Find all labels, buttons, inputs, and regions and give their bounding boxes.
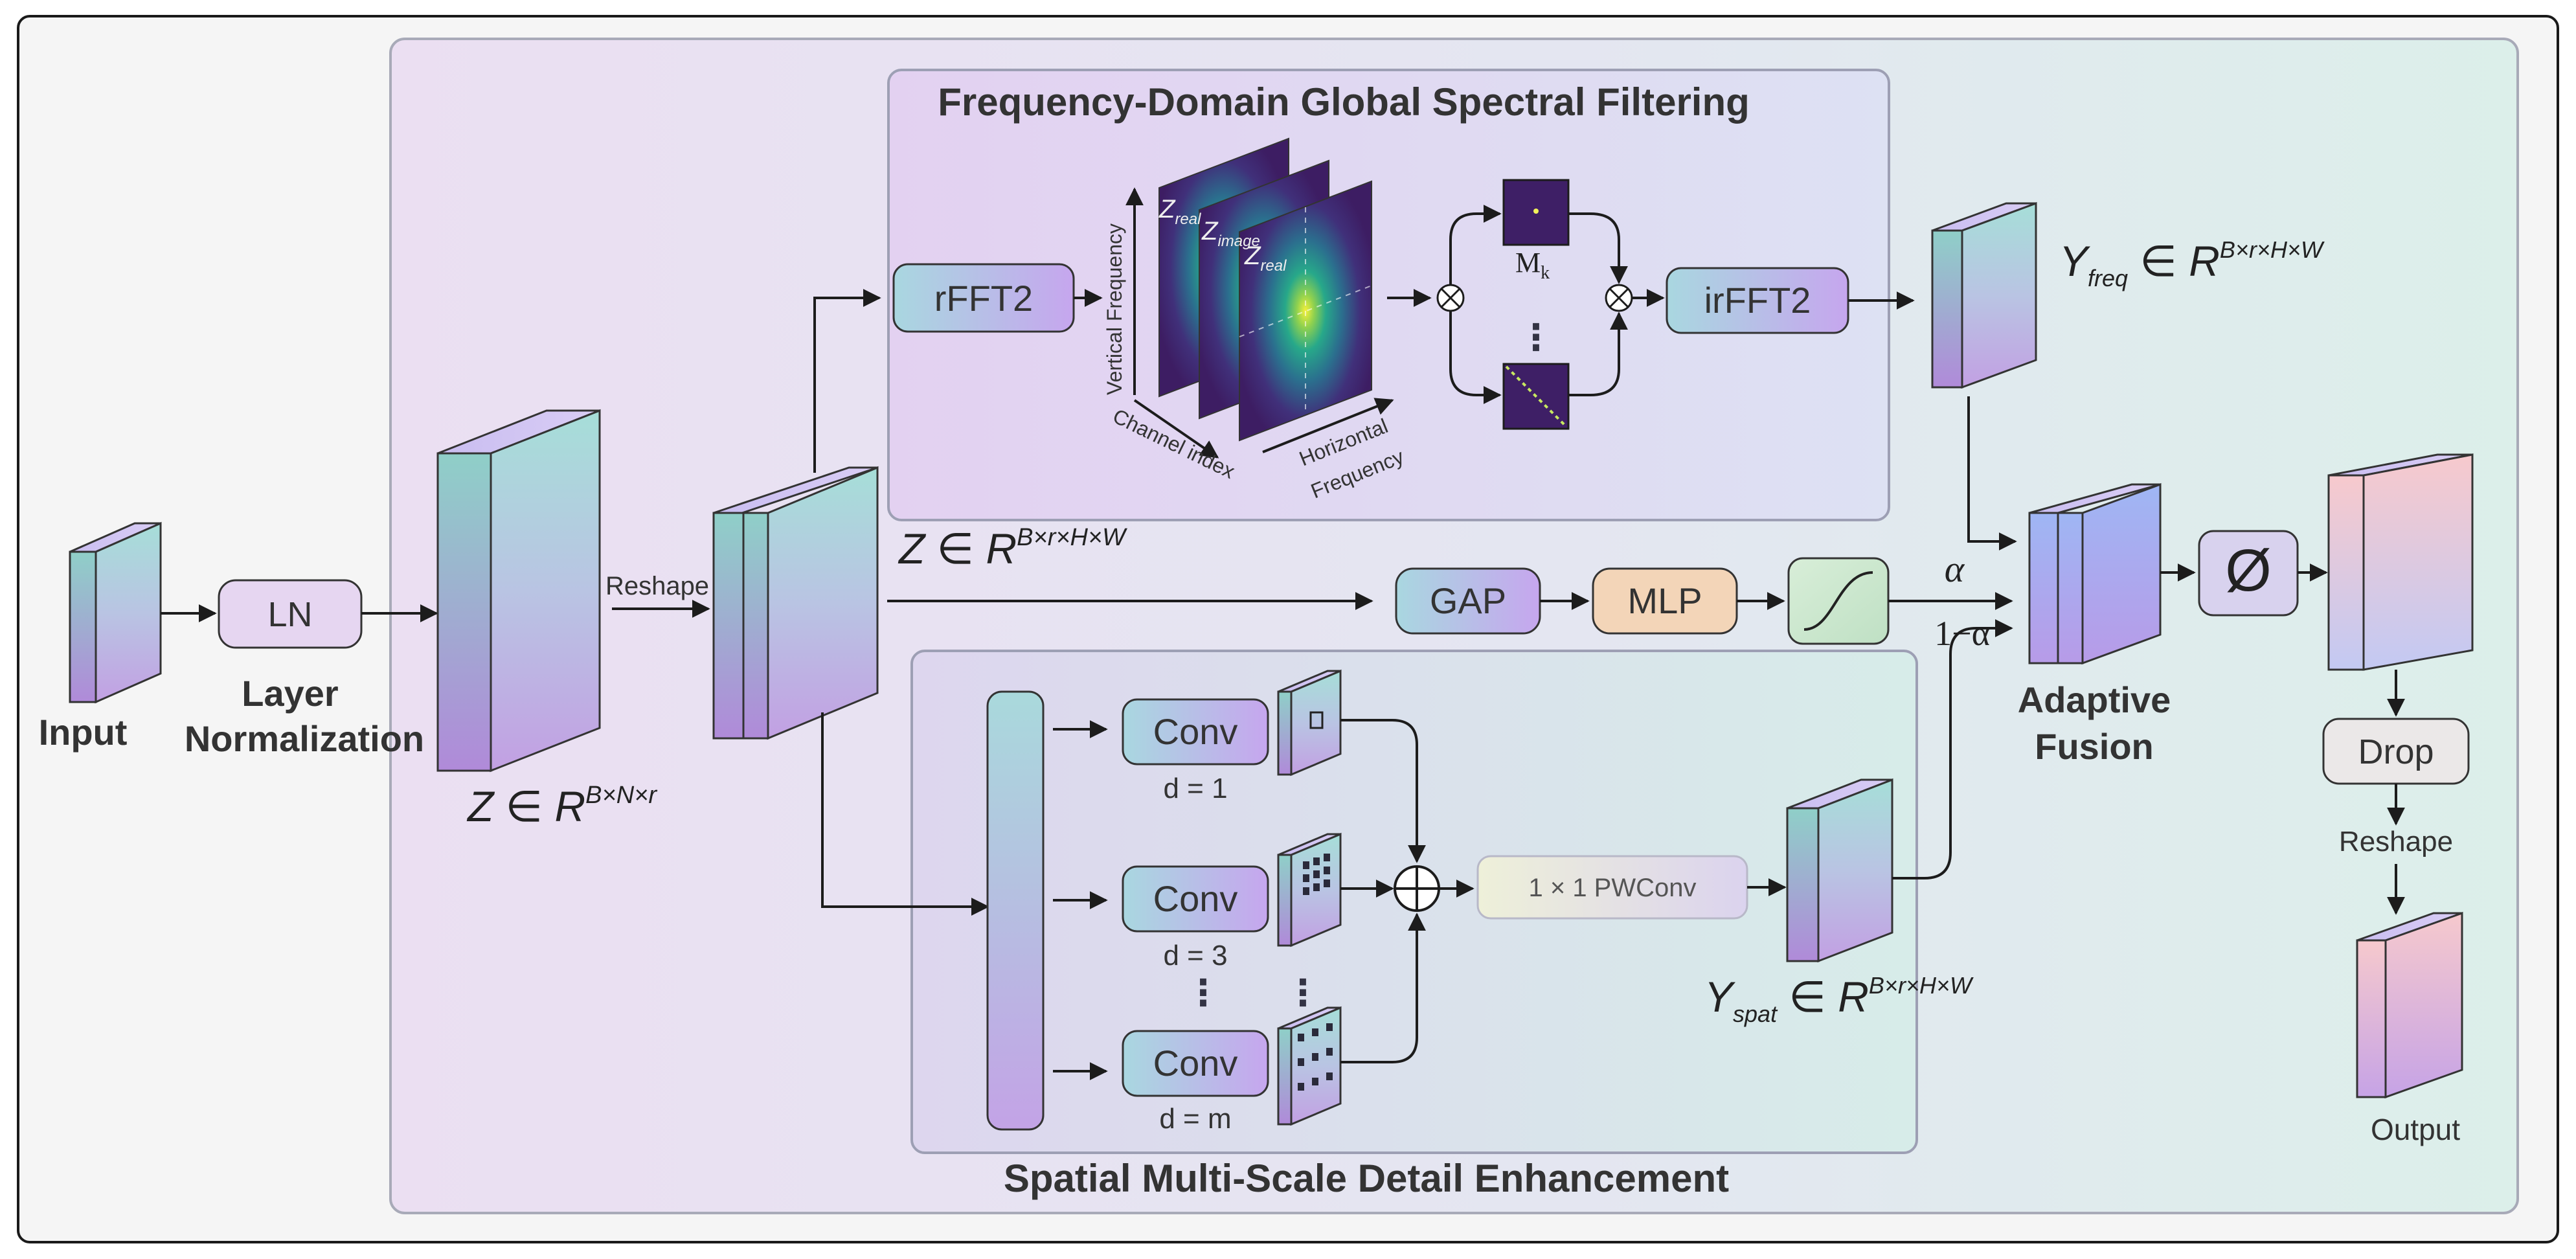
dilation-label-d1: d = 1 xyxy=(1163,773,1227,804)
adaptive-fusion-label-1: Adaptive xyxy=(2018,679,2171,720)
ln-label: LN xyxy=(267,595,312,634)
z-image-label: Zimage xyxy=(1201,217,1260,250)
svg-text:Yfreq ∈ RB×r×H×W: Yfreq ∈ RB×r×H×W xyxy=(2059,236,2325,291)
spectrum-slice-real-2 xyxy=(1239,180,1372,442)
z-flat-formula: Z ∈ RB×N×r xyxy=(466,782,657,830)
conv-label-d1: Conv xyxy=(1153,711,1238,752)
frequency-panel xyxy=(887,69,1890,521)
conv-vdots: ⋮ xyxy=(1185,972,1221,1013)
reshape-label: Reshape xyxy=(605,572,709,600)
z-real-label-2: Zreal xyxy=(1244,242,1287,275)
spatial-panel-title: Spatial Multi-Scale Detail Enhancement xyxy=(1004,1157,1729,1200)
mask-vdots: ⋮ xyxy=(1518,317,1554,357)
adaptive-fusion-tensor xyxy=(2028,482,2162,665)
drop-label: Drop xyxy=(2358,732,2434,771)
feature-map-d1 xyxy=(1277,669,1342,777)
output-label: Output xyxy=(2371,1113,2460,1146)
multiscale-split-bar xyxy=(986,690,1045,1131)
one-minus-alpha-label: 1−α xyxy=(1934,614,1990,653)
conv-block-d3 xyxy=(1122,865,1269,933)
z-4d-formula: Z ∈ RB×r×H×W xyxy=(898,524,1127,573)
y-spat-formula: Yspat ∈ RB×r×H×W xyxy=(1704,972,1974,1027)
phi-label: Ø xyxy=(2225,538,2272,604)
svg-text:Yspat ∈ RB×r×H×W: Yspat ∈ RB×r×H×W xyxy=(1704,972,1974,1027)
sigmoid-block xyxy=(1787,557,1890,645)
layer-norm-label-2: Normalization xyxy=(185,718,424,759)
svg-text:Z ∈ RB×N×r: Z ∈ RB×N×r xyxy=(466,782,657,830)
input-label: Input xyxy=(39,712,128,753)
z-real-label-1: Zreal xyxy=(1158,195,1201,228)
output-tensor xyxy=(2356,911,2463,1099)
z-tensor-4d xyxy=(712,466,879,740)
input-tensor xyxy=(69,521,162,704)
conv-block-d1 xyxy=(1122,698,1269,766)
dilation-label-dm: d = m xyxy=(1159,1103,1231,1135)
fused-output-tensor xyxy=(2327,453,2474,671)
rfft2-label: rFFT2 xyxy=(934,278,1033,319)
dilation-label-d3: d = 3 xyxy=(1163,940,1227,971)
feature-map-dm xyxy=(1277,1006,1342,1126)
conv-label-dm: Conv xyxy=(1153,1043,1238,1083)
adaptive-fusion-label-2: Fusion xyxy=(2035,726,2154,767)
y-spat-tensor xyxy=(1786,778,1893,963)
pwconv-label: 1 × 1 PWConv xyxy=(1528,874,1696,902)
conv-block-dm xyxy=(1122,1030,1269,1097)
gap-label: GAP xyxy=(1430,580,1506,621)
alpha-label: α xyxy=(1945,548,1965,590)
svg-text:Z ∈ RB×r×H×W: Z ∈ RB×r×H×W xyxy=(898,524,1127,573)
y-freq-tensor xyxy=(1931,201,2037,389)
y-freq-formula: Yfreq ∈ RB×r×H×W xyxy=(2059,236,2325,291)
irfft2-label: irFFT2 xyxy=(1704,280,1811,321)
frequency-panel-title: Frequency-Domain Global Spectral Filteri… xyxy=(938,80,1750,124)
vertical-frequency-label: Vertical Frequency xyxy=(1103,223,1126,395)
feature-map-d3 xyxy=(1277,832,1342,947)
reshape-label-2: Reshape xyxy=(2339,826,2453,857)
z-tensor-flat xyxy=(436,409,601,773)
mlp-label: MLP xyxy=(1627,580,1702,621)
conv-label-d3: Conv xyxy=(1153,878,1238,919)
mk-label: Mk xyxy=(1515,247,1550,283)
layer-norm-label-1: Layer xyxy=(242,673,338,714)
sigmoid-curve xyxy=(1803,571,1873,631)
feature-vdots: ⋮ xyxy=(1285,972,1321,1013)
